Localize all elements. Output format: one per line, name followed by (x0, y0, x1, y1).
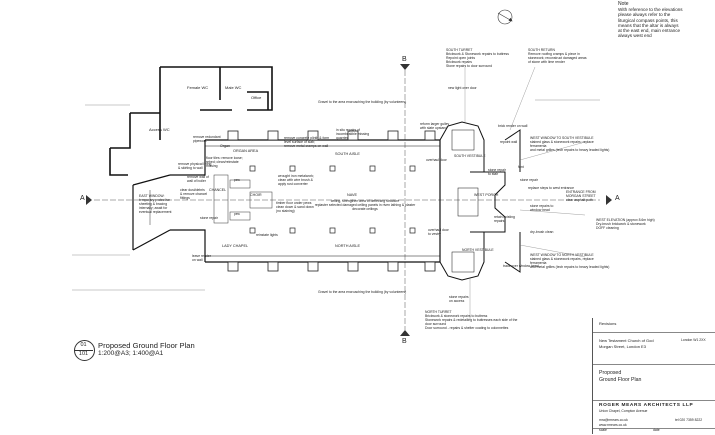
annotation-leaders (464, 66, 586, 320)
title-block-tel: tel 020 7359 8222 (675, 418, 703, 422)
title-block-revisions: Revisions (599, 321, 617, 326)
title-block-web: www.rmears.co.uk (599, 423, 627, 427)
annotation-east-window: EAST WINDOW: temporary protective sheeti… (139, 194, 172, 214)
annotation-dry-brush: dry-brush clean (530, 230, 554, 234)
annotation-south-return: SOUTH RETURN Remove roofing cramps & pie… (528, 48, 587, 64)
annotation-leave-render: leave render on wall (192, 254, 211, 262)
north-buttresses (227, 261, 436, 272)
room-organ: Organ (220, 144, 230, 148)
note-line: please always refer to the (618, 12, 671, 18)
grid-label-a-left: A (80, 195, 85, 202)
grid-label-b-top: B (402, 56, 407, 63)
note-line: means that the altar is always (618, 22, 679, 28)
annotation-clear-dust: clear dust/debris & remove chancel fitti… (180, 188, 208, 200)
room-male-wc: Male WC (225, 85, 242, 90)
title-block-scale-label: scale (599, 428, 607, 432)
room-west-porch: WEST PORCH (474, 193, 499, 197)
room-south-vestibule: SOUTH VESTIBULE (454, 154, 486, 158)
annotation-gravel-north: Gravel to the area encroaching the build… (318, 290, 407, 294)
room-organ-area: ORGAN AREA (233, 149, 259, 153)
note-line: With reference to the elevations (618, 7, 683, 13)
annotation-replace-steps: replace steps to west entrance (528, 186, 574, 190)
annotation-remove-wall: remove wall of wall of boiler (187, 175, 209, 183)
west-end (439, 121, 521, 281)
room-north-vestibule: NORTH VESTIBULE (462, 248, 494, 252)
annotation-north-turret: NORTH TURRET Brickwork & stonework repai… (425, 310, 518, 330)
room-pew: pew (234, 178, 240, 182)
room-nave: NAVE (347, 193, 358, 197)
annotation-retain-repairs: retain existing repairs (494, 215, 515, 223)
room-office: Office (251, 95, 262, 100)
room-south-aisle: SOUTH AISLE (335, 152, 360, 156)
title-block-drawing-line: Ground Floor Plan (599, 377, 642, 383)
title-block-date-label: date (653, 428, 660, 432)
room-chancel: CHANCEL (209, 188, 227, 192)
room-access-wc: Access WC (149, 127, 170, 132)
annotation-repoint-wall: repoint wall (500, 140, 518, 144)
annotation-wrought-iron: wrought iron metalwork; clean with wire … (278, 174, 314, 186)
annotation-insitu-repairs: in situ repairs of incombustible missing… (336, 128, 370, 140)
chancel-fittings (149, 174, 273, 225)
title-block-project-name: New Testament Church of God (599, 338, 654, 343)
north-arrow-icon (497, 9, 513, 25)
annotation-overhaul-vestry: overhaul door to vestry (428, 228, 449, 236)
annotation-stone-repair-west: stone repair (520, 178, 538, 182)
title-block-firm: ROGER MEARS ARCHITECTS LLP (599, 403, 694, 408)
room-lady-chapel: LADY CHAPEL (222, 244, 249, 248)
view-scale: 1:200@A3; 1:400@A1 (98, 350, 164, 357)
annotation-overhaul-door: overhaul door (426, 158, 447, 162)
south-wall (132, 139, 441, 263)
title-block-drawing-line: Proposed (599, 370, 622, 376)
room-female-wc: Female WC (187, 85, 209, 90)
annotation-remove-plinth: remove concrete plinth & form level surf… (284, 136, 330, 148)
annotation-track-over: track over window head (503, 264, 539, 268)
annotation-reinstate-lights: reinstate lights (256, 233, 278, 237)
south-buttresses (227, 130, 436, 141)
annotation-stone-repair-stair: stone repair to stair (488, 168, 506, 176)
room-font: font (518, 165, 524, 169)
annotation-west-window-south: WEST WINDOW TO SOUTH VESTIBULE stained g… (530, 136, 610, 152)
note-line: always west end (618, 33, 652, 39)
title-block-project-ref: London W1 2XX (681, 338, 706, 342)
annotation-brick-render: brick render on wall (498, 124, 528, 128)
grid-label-b-bottom: B (402, 338, 407, 345)
annotation-timber-floor: timber floor under pews clean down & san… (276, 201, 314, 213)
view-tag-circle (74, 340, 95, 361)
room-pew: pew (234, 212, 240, 216)
annotation-remove-redundant: remove redundant pipework (193, 135, 221, 143)
annotation-window-repairs: stone repairs to window head (530, 204, 554, 212)
annotation-south-turret: SOUTH TURRET Brickwork & Stonework repai… (446, 48, 509, 68)
annotation-floor-tiles: floor tiles: remove loose; rebed; clean/… (206, 156, 243, 168)
note-title: Note (618, 1, 629, 7)
grid-label-a-right: A (615, 195, 620, 202)
view-number: 01 (80, 341, 87, 348)
annotation-west-elevation: WEST ELEVATION (approx 8.6m high) Dry-br… (596, 218, 655, 230)
annotation-stone-repairs-access: stone repairs on access (449, 295, 469, 303)
annotation-entrance: ENTRANCE FROM MORGAN STREET clear asphal… (566, 190, 596, 202)
view-title: Proposed Ground Floor Plan (98, 341, 195, 350)
title-block-address: Union Chapel, Compton Avenue (599, 409, 648, 413)
title-block-project-address: Morgan Street, London E3 (599, 344, 646, 349)
nave-columns (249, 165, 416, 234)
annotation-reform-gulley: reform larger gulley with slate upstand (420, 122, 450, 130)
annotation-gravel-south: Gravel to the area encroaching the build… (318, 100, 407, 104)
vestry-block (109, 66, 273, 176)
title-block-email: mra@rmears.co.uk (599, 418, 628, 422)
title-block: Revisions New Testament Church of God Mo… (592, 318, 715, 434)
note-line: at the east end, main entrance (618, 28, 681, 34)
room-north-aisle: NORTH AISLE (335, 244, 361, 248)
drawing-note: Note With reference to the elevations pl… (618, 1, 713, 39)
annotation-remove-skirting: remove physical lining & skirting to wal… (178, 162, 212, 170)
annotation-west-window-north: WEST WINDOW TO NORTH VESTIBULE stained g… (530, 253, 610, 269)
annotation-new-light: new light over door (448, 86, 477, 90)
note-line: liturgical compass points, this (618, 17, 678, 23)
annotation-stone-repair: stone repair (200, 216, 218, 220)
view-sheet: 101 (78, 351, 89, 357)
room-choir: CHOIR (250, 193, 262, 197)
annotation-nave-ceiling: ceiling, strengthen area of deflecting s… (314, 199, 416, 211)
